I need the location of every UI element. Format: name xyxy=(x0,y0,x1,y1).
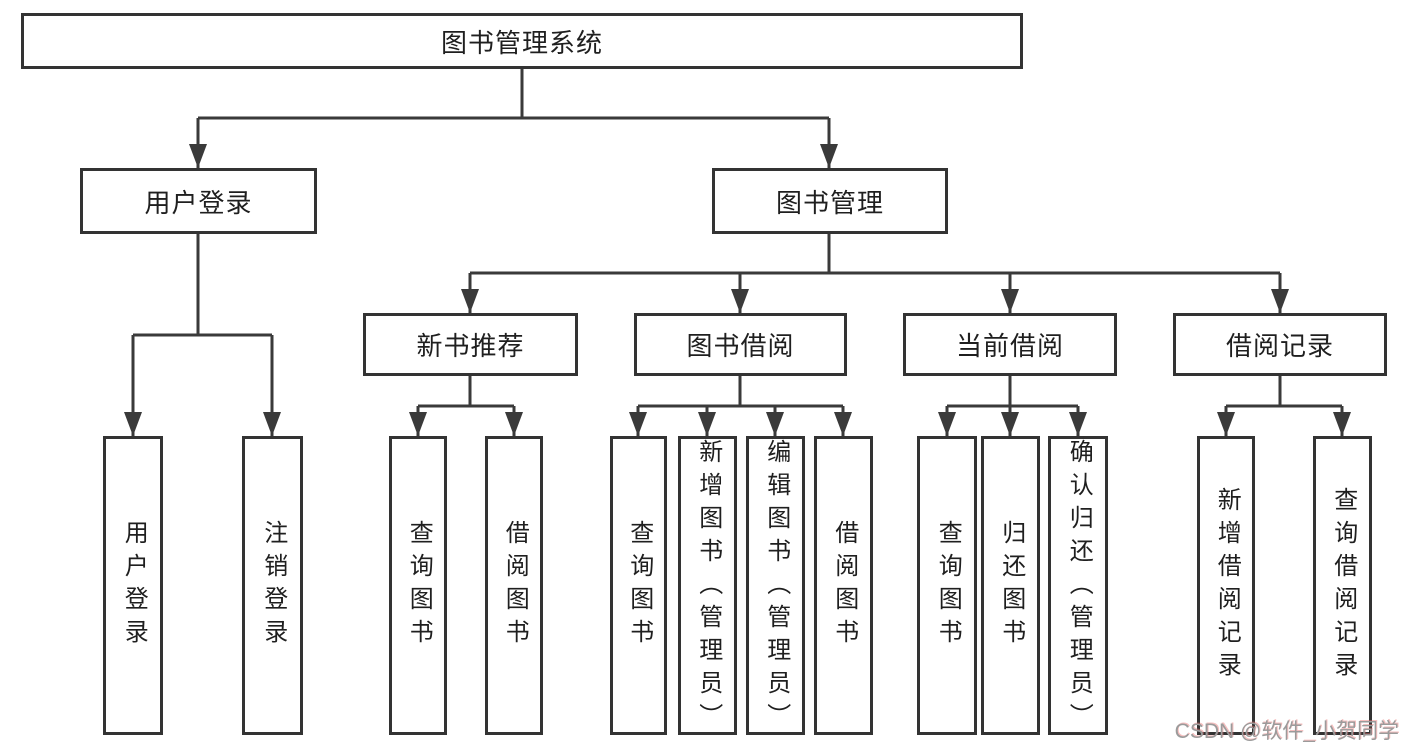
leaf-current-return-books: 归还图书 xyxy=(981,436,1040,735)
node-label: 借阅图书 xyxy=(501,519,529,652)
node-label: 确认归还（管理员） xyxy=(1065,439,1093,736)
leaf-records-add-record: 新增借阅记录 xyxy=(1197,436,1255,735)
leaf-current-query-books: 查询图书 xyxy=(917,436,977,735)
node-book-management: 图书管理 xyxy=(712,168,948,234)
connector-current-group xyxy=(945,376,1080,436)
node-label: 用户登录 xyxy=(120,519,148,652)
connector-manage-group xyxy=(468,234,1282,313)
node-label: 查询图书 xyxy=(405,519,433,652)
node-label: 查询借阅记录 xyxy=(1329,486,1357,685)
leaf-logout: 注销登录 xyxy=(242,436,303,735)
csdn-watermark: CSDN @软件_小贺同学 xyxy=(1174,720,1399,743)
node-label: 借阅图书 xyxy=(830,519,858,652)
leaf-current-confirm-return-admin: 确认归还（管理员） xyxy=(1048,436,1108,736)
leaf-records-query-record: 查询借阅记录 xyxy=(1313,436,1372,735)
node-label: 图书借阅 xyxy=(686,331,795,361)
leaf-user-login: 用户登录 xyxy=(103,436,163,735)
node-new-book-recommend: 新书推荐 xyxy=(363,313,578,376)
node-label: 用户登录 xyxy=(144,187,253,218)
node-borrow-records: 借阅记录 xyxy=(1173,313,1387,376)
node-label: 查询图书 xyxy=(934,519,962,652)
node-label: 当前借阅 xyxy=(955,331,1064,361)
node-label: 新书推荐 xyxy=(416,331,525,361)
node-book-borrowing: 图书借阅 xyxy=(634,313,847,376)
node-label: 编辑图书（管理员） xyxy=(762,439,790,736)
node-label: 新增借阅记录 xyxy=(1213,486,1241,685)
leaf-borrow-borrow-books: 借阅图书 xyxy=(814,436,873,735)
leaf-borrow-edit-books-admin: 编辑图书（管理员） xyxy=(746,436,805,736)
node-label: 归还图书 xyxy=(997,519,1025,652)
connector-records-group xyxy=(1224,376,1344,436)
connector-login-group xyxy=(131,234,274,436)
node-label: 新增图书（管理员） xyxy=(694,439,722,736)
node-label: 查询图书 xyxy=(625,519,653,652)
leaf-borrow-query-books: 查询图书 xyxy=(610,436,667,735)
node-label: 图书管理 xyxy=(775,187,884,218)
connector-newbook-group xyxy=(416,376,516,436)
leaf-newbook-borrow-books: 借阅图书 xyxy=(485,436,543,735)
leaf-borrow-add-books-admin: 新增图书（管理员） xyxy=(678,436,737,736)
node-current-borrowing: 当前借阅 xyxy=(903,313,1117,376)
node-label: 图书管理系统 xyxy=(440,27,603,58)
node-label: 注销登录 xyxy=(259,519,287,652)
node-user-login: 用户登录 xyxy=(80,168,317,234)
leaf-newbook-query-books: 查询图书 xyxy=(389,436,447,735)
node-label: 借阅记录 xyxy=(1225,331,1334,361)
connector-root-group xyxy=(196,69,831,168)
node-library-management-system: 图书管理系统 xyxy=(21,13,1023,69)
connector-borrow-group xyxy=(636,376,845,436)
